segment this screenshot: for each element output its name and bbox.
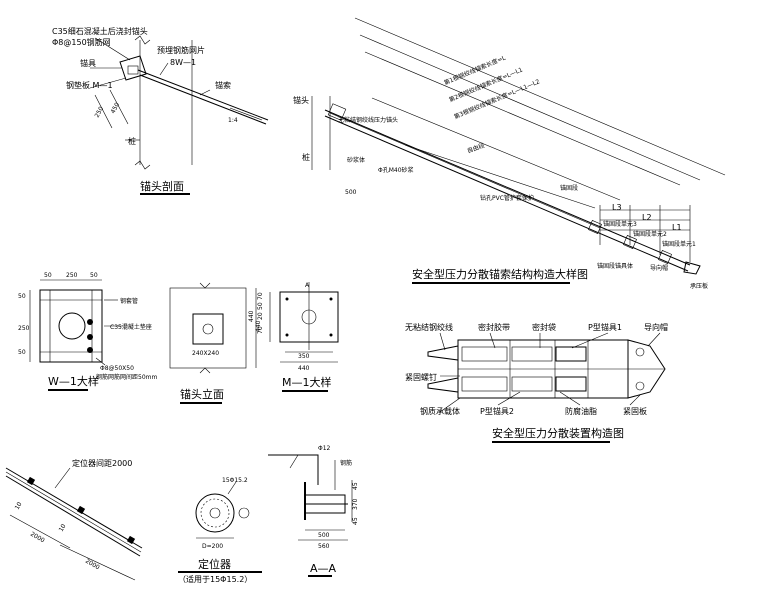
label-unit-2: 锚固段单元2 xyxy=(633,230,667,238)
label-grease: 防腐油脂 xyxy=(565,406,597,416)
label-seal-tape: 密封胶带 xyxy=(478,322,510,332)
label-section-mark: A xyxy=(305,282,310,289)
label-p-anchor2: P型锚具2 xyxy=(480,406,514,416)
label-dim-45a: 45 xyxy=(352,482,359,490)
label-dim-350: 350 xyxy=(298,353,310,360)
label-left-dim-4: 70 xyxy=(257,326,264,334)
label-dim-2000a: 2000 xyxy=(29,531,46,545)
label-unbonded: 无粘结钢绞线压力锚头 xyxy=(338,116,398,124)
label-dim-2000b: 2000 xyxy=(84,558,101,572)
label-left-dim-2: 50 xyxy=(257,302,264,310)
label-rebar: 钢筋 xyxy=(340,459,352,467)
label-top-dim-0: 50 xyxy=(44,272,52,279)
centralizer: 15Φ15.2 D=200 定位器 （适用于15Φ15.2） xyxy=(178,477,262,584)
label-pipe: Φ孔M40砂浆 xyxy=(378,166,414,174)
label-plate: 承压板 xyxy=(690,282,708,290)
label-carrier: 钢质承载体 xyxy=(420,406,460,416)
label-guide-cap: 导向帽 xyxy=(650,264,668,272)
label-cable: 锚索 xyxy=(215,80,231,90)
label-dim-45b: 45 xyxy=(352,517,359,525)
w1-detail: 50 250 50 50 250 50 钢套管 C35混凝土垫座 Φ8@50X5… xyxy=(18,272,157,391)
label-left-dim-2: 50 xyxy=(18,349,26,356)
label-bolt: 紧固螺钉 xyxy=(405,372,437,382)
label-anchor: 锚头 xyxy=(293,95,309,105)
title-anchor-section: 锚头剖面 xyxy=(140,179,184,193)
label-anchor-head: 锚具 xyxy=(80,58,96,68)
label-left-dim-0: 440 xyxy=(248,310,255,322)
label-top-dim-1: 250 xyxy=(66,272,78,279)
label-concrete-pad: C35混凝土垫座 xyxy=(110,323,152,331)
dispersion-device: 无粘结钢绞线 密封胶带 密封袋 P型锚具1 导向帽 紧固螺钉 钢质承载体 P型锚… xyxy=(405,322,668,443)
anchor-head-section: C35细石混凝土后浇封锚头 Φ8@150钢筋网 锚具 钢垫板 M—1 预埋钢筋网… xyxy=(52,26,269,195)
label-dim-250: 250 xyxy=(94,105,106,119)
label-hole: 钻孔PVC管护套保护 xyxy=(480,194,534,202)
label-seal-sleeve: 密封袋 xyxy=(532,322,556,332)
title-m1-detail: M—1大样 xyxy=(282,375,332,389)
label-left-dim-0: 50 xyxy=(18,293,26,300)
m1-detail: A 350 440 440 70 50 20 70 M—1大样 xyxy=(248,282,339,392)
label-pile: 桩 xyxy=(128,136,136,146)
label-pipe: 钢套管 xyxy=(120,297,138,305)
label-unit-3: 锚固段单元3 xyxy=(603,220,637,228)
label-diameter: D=200 xyxy=(202,543,223,550)
aa-section: Φ12 钢筋 45 370 45 500 560 A—A xyxy=(268,445,359,577)
title-device: 安全型压力分散装置构造图 xyxy=(492,426,624,440)
title-main-structure: 安全型压力分散锚索结构构造大样图 xyxy=(412,267,588,281)
label-guide-cap: 导向帽 xyxy=(644,322,668,332)
label-slope: 1:4 xyxy=(228,117,238,124)
label-mesh: Φ8@150钢筋网 xyxy=(52,37,111,47)
label-unbonded: 无粘结钢绞线 xyxy=(405,322,453,332)
label-size: 240X240 xyxy=(192,350,219,357)
label-dim-560: 560 xyxy=(318,543,330,550)
title-aa-section: A—A xyxy=(310,562,337,575)
label-rebar: Φ8@50X50 xyxy=(100,365,134,372)
label-mesh-code: 8W—1 xyxy=(170,58,196,67)
label-left-dim-1: 250 xyxy=(18,325,30,332)
title-centralizer: 定位器 xyxy=(198,557,231,571)
label-l2: L2 xyxy=(642,213,652,222)
label-rod: Φ12 xyxy=(318,445,331,452)
label-left-dim-1: 70 xyxy=(257,292,264,300)
label-concrete: C35细石混凝土后浇封锚头 xyxy=(52,26,148,36)
label-dim-500: 500 xyxy=(345,189,357,196)
label-anchor-body: 锚固段锚具体 xyxy=(597,262,633,270)
label-note: 钢筋网筋网间距50mm xyxy=(96,373,157,381)
label-top-dim-2: 50 xyxy=(90,272,98,279)
label-steel-plate: 钢垫板 M—1 xyxy=(66,80,113,90)
label-d10b: 10 xyxy=(58,523,68,533)
label-pile: 桩 xyxy=(302,152,310,162)
title-w1-detail: W—1大样 xyxy=(48,374,99,388)
main-structure: 第1根钢绞线锚索长度=L 第2根钢绞线锚索长度=L—L1 第3根钢绞线锚索长度=… xyxy=(293,17,726,290)
label-embedded-mesh: 预埋钢筋网片 xyxy=(157,45,205,55)
label-free-section: 自由段 xyxy=(466,141,486,155)
label-p-anchor1: P型锚具1 xyxy=(588,322,622,332)
label-d10a: 10 xyxy=(14,501,24,511)
label-l1: L1 xyxy=(672,223,682,232)
label-dim-450: 450 xyxy=(110,101,122,115)
label-tight-plate: 紧固板 xyxy=(623,406,647,416)
label-dim-500: 500 xyxy=(318,532,330,539)
label-dim-440: 440 xyxy=(298,365,310,372)
label-dim-370: 370 xyxy=(352,498,359,510)
centralizer-section: 定位器间距2000 10 10 2000 2000 xyxy=(5,458,143,581)
label-left-dim-3: 20 xyxy=(257,312,264,320)
label-l3: L3 xyxy=(612,203,622,212)
subtitle-centralizer: （适用于15Φ15.2） xyxy=(178,574,252,584)
label-grout: 砂浆体 xyxy=(347,156,365,164)
label-anchor-section: 锚固段 xyxy=(560,184,578,192)
title-elevation: 锚头立面 xyxy=(180,387,224,401)
elevation: 240X240 440 锚头立面 xyxy=(169,282,262,404)
label-unit-1: 锚固段单元1 xyxy=(662,240,696,248)
label-dim-440: 440 xyxy=(255,320,262,332)
label-spacing: 定位器间距2000 xyxy=(72,458,132,468)
label-strand: 15Φ15.2 xyxy=(222,477,248,484)
